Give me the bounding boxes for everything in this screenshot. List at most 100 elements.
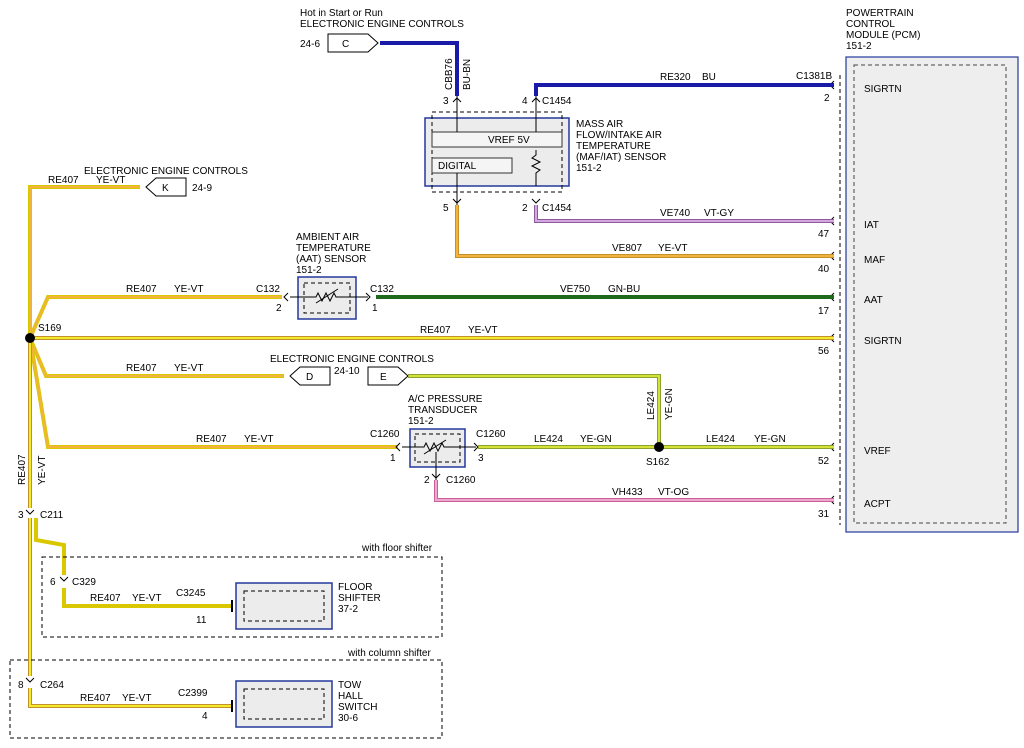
acp-sensor-icon: [402, 441, 476, 453]
aat-title-3: (AAT) SENSOR: [296, 254, 366, 265]
aat-connector-left: C132: [256, 284, 280, 295]
splice-s162: [654, 442, 664, 452]
pcm-pin-label-maf: MAF: [864, 255, 885, 266]
label-re407-column-color: YE-VT: [122, 693, 151, 704]
wire-re407-aat: [28, 295, 282, 339]
label-re407-aat-circuit: RE407: [126, 284, 157, 295]
top-tag: Hot in Start or Run ELECTRONIC ENGINE CO…: [300, 8, 473, 90]
pcm-pin-num-47: 47: [818, 229, 830, 240]
column-option-label: with column shifter: [347, 648, 431, 659]
splice-s169-label: S169: [38, 323, 62, 334]
maf-pin-3: 3: [443, 96, 449, 107]
acp-body[interactable]: [409, 428, 466, 468]
maf-title-3: TEMPERATURE: [576, 141, 651, 152]
label-re407-k-circuit: RE407: [48, 175, 79, 186]
k-tag-ref: 24-9: [192, 183, 212, 194]
splice-s162-label: S162: [646, 457, 670, 468]
label-ve750-color: GN-BU: [608, 284, 640, 295]
maf-vref-label: VREF 5V: [488, 135, 530, 146]
top-tag-ref: 24-6: [300, 39, 320, 50]
pcm-pin-label-iat: IAT: [864, 220, 879, 231]
pcm-connector-label: C1381B: [796, 71, 832, 82]
wire-cbb76: [380, 41, 459, 96]
pcm-title-line-4: 151-2: [846, 41, 872, 52]
k-tag: ELECTRONIC ENGINE CONTROLS K 24-9: [84, 166, 248, 197]
wire-re407-d: [28, 337, 284, 378]
maf-sensor: VREF 5V DIGITAL MASS AIR FLOW/INTAKE AIR…: [424, 96, 666, 214]
label-re407-acp-color: YE-VT: [244, 434, 273, 445]
de-tag-header: ELECTRONIC ENGINE CONTROLS: [270, 354, 434, 365]
label-ve807-color: YE-VT: [658, 243, 687, 254]
pcm-title-line-2: CONTROL: [846, 19, 895, 30]
floor-c329-label: C329: [72, 577, 96, 588]
column-title-3: SWITCH: [338, 702, 377, 713]
label-re407-d-circuit: RE407: [126, 363, 157, 374]
acp-pin-3: 3: [478, 453, 484, 464]
pcm-body: [845, 56, 1019, 533]
column-c264-pin: 8: [18, 680, 24, 691]
pcm-title-line-1: POWERTRAIN: [846, 8, 914, 19]
k-tag-header: ELECTRONIC ENGINE CONTROLS: [84, 166, 248, 177]
floor-c329-pin: 6: [50, 577, 56, 588]
pcm-inner-border: [853, 64, 1007, 524]
label-ve740-circuit: VE740: [660, 208, 690, 219]
connector-tag-c[interactable]: [327, 33, 379, 53]
floor-title-1: FLOOR: [338, 582, 372, 593]
maf-title-5: 151-2: [576, 163, 602, 174]
label-ve807-circuit: VE807: [612, 243, 642, 254]
connector-tag-e[interactable]: [367, 366, 409, 386]
pcm-pin-num-2: 2: [824, 93, 830, 104]
label-re407-floor-circuit: RE407: [90, 593, 121, 604]
acp-title-2: TRANSDUCER: [408, 405, 477, 416]
acp-connector-bottom: C1260: [446, 475, 476, 486]
connector-tag-k[interactable]: [145, 177, 187, 197]
label-re407-vert-color: YE-VT: [37, 456, 48, 485]
column-comp-pin: 4: [202, 711, 208, 722]
acp-inner: [414, 433, 461, 463]
c211-pin: 3: [18, 510, 24, 521]
floor-shifter-body[interactable]: [235, 582, 333, 630]
floor-comp-connector: C3245: [176, 588, 206, 599]
wire-ve807: [455, 205, 834, 258]
pcm-title-line-3: MODULE (PCM): [846, 30, 920, 41]
pcm-pin-num-31: 31: [818, 509, 830, 520]
maf-digital-box: [431, 157, 513, 174]
maf-title-4: (MAF/IAT) SENSOR: [576, 152, 666, 163]
tow-hall-switch-body[interactable]: [235, 680, 333, 728]
wire-re407-floor-b: [62, 588, 232, 608]
floor-option-box: [41, 556, 443, 638]
acp-pin-1: 1: [390, 453, 396, 464]
d-tag-letter: D: [306, 372, 313, 383]
pcm-pin-label-acpt: ACPT: [864, 499, 891, 510]
aat-body[interactable]: [297, 276, 357, 320]
label-re407-acp-circuit: RE407: [196, 434, 227, 445]
maf-pin-2: 2: [522, 203, 528, 214]
top-tag-circuit: CBB76: [444, 58, 455, 90]
pcm-pin-label-sigrtn: SIGRTN: [864, 84, 902, 95]
maf-connector-bottom: C1454: [542, 203, 572, 214]
wire-re407-k: [28, 185, 140, 338]
top-tag-color: BU-BN: [462, 59, 473, 90]
maf-title-2: FLOW/INTAKE AIR: [576, 130, 662, 141]
pcm-pin-label-sigrtn-2: SIGRTN: [864, 336, 902, 347]
top-tag-header-2: ELECTRONIC ENGINE CONTROLS: [300, 19, 464, 30]
maf-pin-4: 4: [522, 96, 528, 107]
top-tag-header-1: Hot in Start or Run: [300, 8, 383, 19]
column-title-2: HALL: [338, 691, 363, 702]
top-tag-letter: C: [342, 39, 349, 50]
aat-title-4: 151-2: [296, 265, 322, 276]
maf-body[interactable]: [424, 117, 570, 187]
maf-vref-box: [431, 131, 563, 148]
column-comp-connector: C2399: [178, 688, 208, 699]
label-re407-aat-color: YE-VT: [174, 284, 203, 295]
pcm-module: POWERTRAIN CONTROL MODULE (PCM) 151-2 SI…: [796, 8, 1019, 533]
column-title-1: TOW: [338, 680, 362, 691]
floor-shifter-group: with floor shifter 6 C329 C3245 11 FLOOR…: [41, 543, 443, 638]
maf-connector-top: C1454: [542, 96, 572, 107]
floor-comp-pin: 11: [196, 615, 207, 626]
column-title-4: 30-6: [338, 713, 358, 724]
label-le424-vert-color: YE-GN: [664, 388, 675, 420]
label-re407-main-circuit: RE407: [420, 325, 451, 336]
connector-tag-d[interactable]: [289, 366, 331, 386]
pcm-pin-label-vref: VREF: [864, 446, 891, 457]
